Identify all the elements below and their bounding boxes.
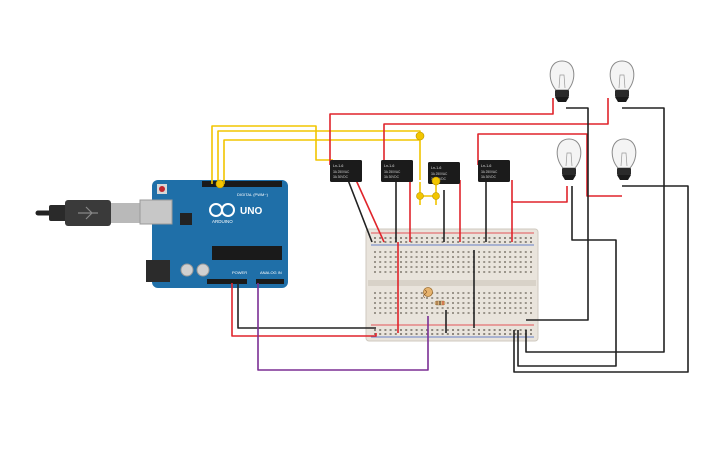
resistor[interactable] (434, 300, 446, 306)
analog-header-label: ANALOG IN (260, 270, 282, 275)
photoresistor[interactable] (423, 287, 433, 299)
relay-rating-ac: 3A 250VAC (384, 170, 401, 174)
wire-black-bulb-2[interactable] (525, 107, 665, 353)
relay-rating-dc: 3A 30VDC (481, 175, 497, 179)
wire-black-bulb-3[interactable] (517, 186, 617, 367)
wire-black-arduino-gnd[interactable] (237, 283, 376, 329)
relay-label: Ln-1-6 (333, 164, 343, 168)
usb-connector-icon (78, 206, 98, 220)
relay-rating-dc: 3A 30VDC (384, 175, 400, 179)
relay-label: Ln-1-6 (481, 164, 491, 168)
board-name: UNO (240, 206, 262, 217)
wire-red-2[interactable] (383, 98, 609, 165)
brand-name: ARDUINO (212, 219, 233, 224)
wire-red-arduino-5v[interactable] (231, 283, 377, 337)
relay-label: Ln-1-6 (431, 166, 441, 170)
wire-yellow-1[interactable] (211, 125, 333, 184)
wire-black-bulb-4[interactable] (513, 185, 689, 373)
arduino-uno-board[interactable]: DIGITAL (PWM~) UNO ARDUINO POWER ANALOG … (35, 180, 288, 288)
wires (211, 98, 689, 373)
relay-rating-ac: 3A 250VAC (333, 170, 350, 174)
wire-red-4[interactable] (511, 180, 568, 203)
light-bulb-icon[interactable] (549, 60, 575, 102)
relay-label: Ln-1-6 (384, 164, 394, 168)
wire-black-relay-1[interactable] (347, 179, 373, 243)
breadboard[interactable] (365, 228, 539, 342)
wire-red-1[interactable] (329, 98, 554, 165)
light-bulbs (549, 60, 637, 180)
wire-junctions (215, 131, 441, 200)
light-bulb-icon[interactable] (611, 138, 637, 180)
digital-header-label: DIGITAL (PWM~) (237, 192, 269, 197)
wire-red-relay-1[interactable] (355, 179, 385, 243)
wire-purple-analog[interactable] (257, 283, 429, 371)
light-bulb-icon[interactable] (609, 60, 635, 102)
arduino-logo-icon (209, 203, 235, 217)
relay-rating-ac: 3A 250VAC (431, 172, 448, 176)
power-header-label: POWER (232, 270, 247, 275)
wire-red-3[interactable] (477, 133, 622, 197)
wire-yellow-3[interactable] (223, 139, 421, 184)
relay-rating-ac: 3A 250VAC (481, 170, 498, 174)
wire-black-bulb-1[interactable] (526, 107, 589, 321)
breadboard-holes (374, 237, 532, 335)
light-bulb-icon[interactable] (556, 138, 582, 180)
relay-rating-dc: 3A 30VDC (333, 175, 349, 179)
